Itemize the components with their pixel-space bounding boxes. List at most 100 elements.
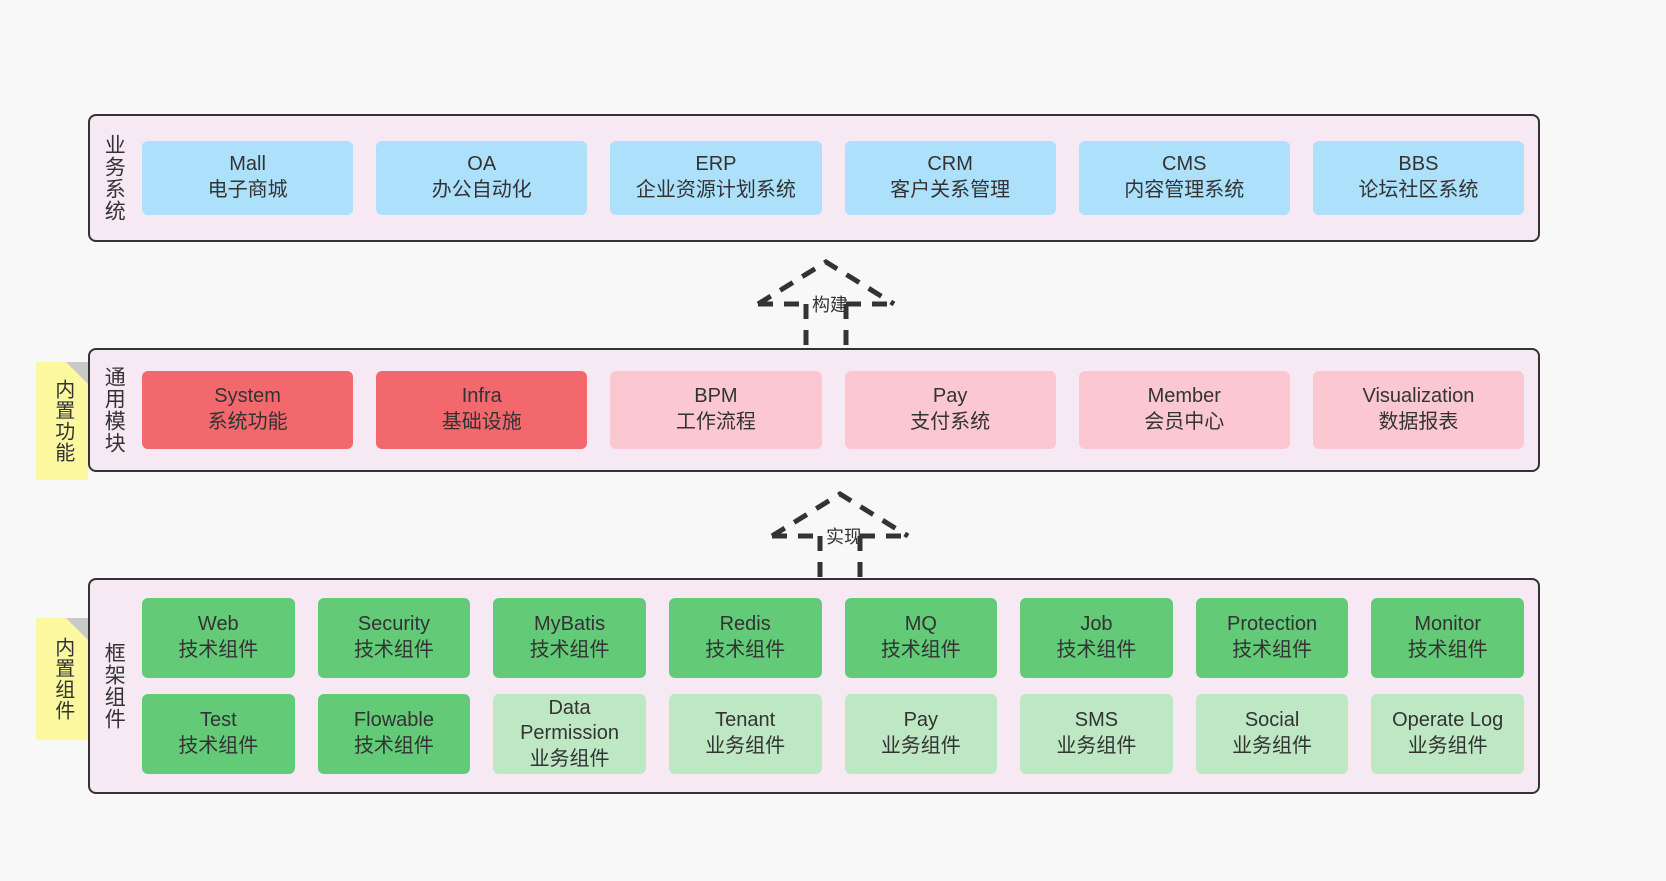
module-box-desc: 业务组件	[529, 747, 610, 770]
module-box-crm[interactable]: CRM 客户关系管理	[844, 141, 1056, 215]
module-box-desc: 电子商城	[207, 179, 288, 201]
module-box-desc: 企业资源计划系统	[635, 179, 796, 201]
module-box-member[interactable]: Member 会员中心	[1078, 371, 1290, 449]
module-box-name: ERP	[695, 153, 737, 176]
module-box-name: Member	[1147, 385, 1221, 408]
module-box-bbs[interactable]: BBS 论坛社区系统	[1312, 141, 1525, 215]
layer-row: System 系统功能 Infra 基础设施 BPM 工作流程 Pay 支付系统…	[142, 371, 1525, 449]
module-box-desc: 技术组件	[178, 639, 259, 661]
module-box-name: OA	[467, 153, 497, 176]
arrow-implement-label: 实现	[826, 527, 862, 547]
module-box-web[interactable]: Web 技术组件	[142, 598, 295, 678]
layer-row: Web 技术组件 Security 技术组件 MyBatis 技术组件 Redi…	[142, 598, 1524, 678]
module-box-desc: 业务组件	[1232, 735, 1313, 757]
module-box-desc: 会员中心	[1144, 411, 1225, 433]
module-box-pay[interactable]: Pay 支付系统	[844, 371, 1056, 449]
module-box-mybatis[interactable]: MyBatis 技术组件	[493, 598, 646, 678]
module-box-name: Data Permission	[520, 696, 620, 745]
module-box-name: Operate Log	[1392, 709, 1504, 732]
module-box-desc: 数据报表	[1378, 411, 1459, 433]
module-box-sms[interactable]: SMS 业务组件	[1020, 694, 1173, 774]
module-box-system[interactable]: System 系统功能	[142, 371, 354, 449]
module-box-name: Test	[199, 709, 237, 732]
sticky-note-label: 内置功能	[51, 379, 74, 463]
module-box-desc: 办公自动化	[431, 179, 532, 201]
module-box-mq[interactable]: MQ 技术组件	[844, 598, 998, 678]
module-box-name: CRM	[927, 153, 973, 176]
layer-label-business-systems: 业务系统	[102, 134, 126, 222]
module-box-desc: 内容管理系统	[1124, 179, 1245, 201]
layer-business-systems: 业务系统 Mall 电子商城 OA 办公自动化 ERP 企业资源计划系统 CRM…	[88, 114, 1540, 242]
arrow-implement: 实现	[766, 490, 926, 580]
module-box-name: Pay	[932, 385, 968, 408]
layer-common-modules: 通用模块 System 系统功能 Infra 基础设施 BPM 工作流程 Pay…	[88, 348, 1540, 472]
sticky-note-label: 内置组件	[51, 637, 74, 721]
module-box-test[interactable]: Test 技术组件	[142, 694, 295, 774]
module-box-protection[interactable]: Protection 技术组件	[1195, 598, 1349, 678]
module-box-tenant[interactable]: Tenant 业务组件	[668, 694, 822, 774]
layer-framework-components: 框架组件 Web 技术组件 Security 技术组件 MyBatis 技术组件…	[88, 578, 1540, 794]
module-box-desc: 业务组件	[1407, 735, 1488, 757]
module-box-monitor[interactable]: Monitor 技术组件	[1371, 598, 1524, 678]
module-box-desc: 技术组件	[353, 735, 434, 757]
module-box-cms[interactable]: CMS 内容管理系统	[1078, 141, 1290, 215]
module-box-name: Monitor	[1414, 613, 1482, 636]
module-box-desc: 技术组件	[1232, 639, 1313, 661]
module-box-pay-business[interactable]: Pay 业务组件	[844, 694, 998, 774]
module-box-redis[interactable]: Redis 技术组件	[668, 598, 822, 678]
module-box-desc: 业务组件	[705, 735, 786, 757]
module-box-name: BBS	[1398, 153, 1439, 176]
module-box-name: SMS	[1074, 709, 1119, 732]
module-box-name: Flowable	[353, 709, 434, 732]
module-box-desc: 工作流程	[675, 411, 756, 433]
module-box-name: CMS	[1162, 153, 1207, 176]
page-fold-icon	[66, 618, 88, 640]
layer-label-common-modules: 通用模块	[102, 366, 126, 454]
module-box-name: BPM	[694, 385, 738, 408]
module-box-name: System	[214, 385, 281, 408]
module-box-name: MyBatis	[534, 613, 606, 636]
module-box-visualization[interactable]: Visualization 数据报表	[1312, 371, 1525, 449]
module-box-infra[interactable]: Infra 基础设施	[376, 371, 588, 449]
module-box-data-permission[interactable]: Data Permission 业务组件	[493, 694, 646, 774]
module-box-flowable[interactable]: Flowable 技术组件	[317, 694, 471, 774]
arrow-build: 构建	[752, 258, 912, 348]
module-box-desc: 支付系统	[910, 411, 991, 433]
module-box-name: Social	[1244, 709, 1300, 732]
module-box-desc: 技术组件	[529, 639, 610, 661]
module-box-mall[interactable]: Mall 电子商城	[142, 141, 354, 215]
module-box-desc: 系统功能	[207, 411, 288, 433]
module-box-oa[interactable]: OA 办公自动化	[376, 141, 588, 215]
module-box-desc: 技术组件	[178, 735, 259, 757]
module-box-desc: 业务组件	[880, 735, 961, 757]
layer-body-framework-components: Web 技术组件 Security 技术组件 MyBatis 技术组件 Redi…	[136, 580, 1538, 792]
module-box-desc: 技术组件	[353, 639, 434, 661]
sticky-note-builtin-functions: 内置功能	[36, 362, 88, 480]
module-box-name: Protection	[1227, 613, 1318, 636]
module-box-desc: 客户关系管理	[890, 179, 1011, 201]
layer-row: Test 技术组件 Flowable 技术组件 Data Permission …	[142, 694, 1524, 774]
page-fold-icon	[66, 362, 88, 384]
module-box-desc: 技术组件	[705, 639, 786, 661]
module-box-name: Tenant	[715, 709, 776, 732]
module-box-erp[interactable]: ERP 企业资源计划系统	[610, 141, 822, 215]
module-box-operate-log[interactable]: Operate Log 业务组件	[1371, 694, 1524, 774]
module-box-desc: 技术组件	[1407, 639, 1488, 661]
layer-label-framework-components: 框架组件	[102, 642, 126, 730]
layer-body-common-modules: System 系统功能 Infra 基础设施 BPM 工作流程 Pay 支付系统…	[136, 350, 1538, 470]
module-box-name: Infra	[461, 385, 502, 408]
arrow-build-label: 构建	[812, 295, 848, 315]
module-box-job[interactable]: Job 技术组件	[1020, 598, 1173, 678]
module-box-bpm[interactable]: BPM 工作流程	[610, 371, 822, 449]
module-box-desc: 技术组件	[1056, 639, 1137, 661]
sticky-note-builtin-components: 内置组件	[36, 618, 88, 740]
module-box-security[interactable]: Security 技术组件	[317, 598, 471, 678]
module-box-name: Job	[1080, 613, 1113, 636]
module-box-social[interactable]: Social 业务组件	[1195, 694, 1349, 774]
module-box-name: Web	[197, 613, 239, 636]
layer-body-business-systems: Mall 电子商城 OA 办公自动化 ERP 企业资源计划系统 CRM 客户关系…	[136, 116, 1538, 240]
module-box-name: Mall	[229, 153, 266, 176]
module-box-desc: 论坛社区系统	[1358, 179, 1479, 201]
module-box-name: Redis	[719, 613, 771, 636]
